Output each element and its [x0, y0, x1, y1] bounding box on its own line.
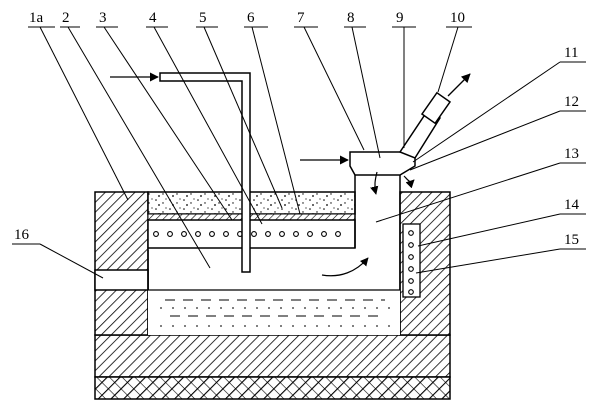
flow-arrow-down — [370, 171, 379, 195]
base-slab — [94, 334, 451, 378]
roof-refractory — [147, 191, 356, 215]
label-2: 2 — [62, 10, 70, 26]
label-6: 6 — [247, 10, 255, 26]
label-12: 12 — [564, 94, 579, 110]
side-port — [94, 269, 149, 291]
exhaust-nozzle — [398, 108, 442, 159]
label-1a: 1a — [29, 10, 44, 26]
label-9: 9 — [396, 10, 404, 26]
foundation-layer — [94, 376, 451, 400]
label-7: 7 — [297, 10, 305, 26]
melt-dashes — [160, 299, 390, 327]
melt-bath — [148, 290, 400, 335]
label-10: 10 — [450, 10, 465, 26]
flow-arrow-side — [403, 175, 415, 189]
roof-heater-elements — [153, 231, 341, 237]
label-15: 15 — [564, 232, 579, 248]
heater-panel — [402, 223, 421, 298]
heater-elements — [408, 230, 414, 295]
burner-head — [349, 151, 416, 176]
leader-lines — [12, 26, 586, 279]
exhaust-arrow — [447, 73, 471, 97]
exhaust-valve — [420, 91, 452, 125]
flow-arrow-curve — [321, 257, 369, 277]
label-13: 13 — [564, 146, 579, 162]
left-wall — [94, 191, 149, 336]
label-11: 11 — [564, 45, 578, 61]
label-4: 4 — [149, 10, 157, 26]
label-16: 16 — [14, 227, 30, 243]
label-3: 3 — [99, 10, 107, 26]
lance-pipe — [159, 72, 251, 273]
label-5: 5 — [199, 10, 207, 26]
label-14: 14 — [564, 197, 580, 213]
label-8: 8 — [347, 10, 355, 26]
